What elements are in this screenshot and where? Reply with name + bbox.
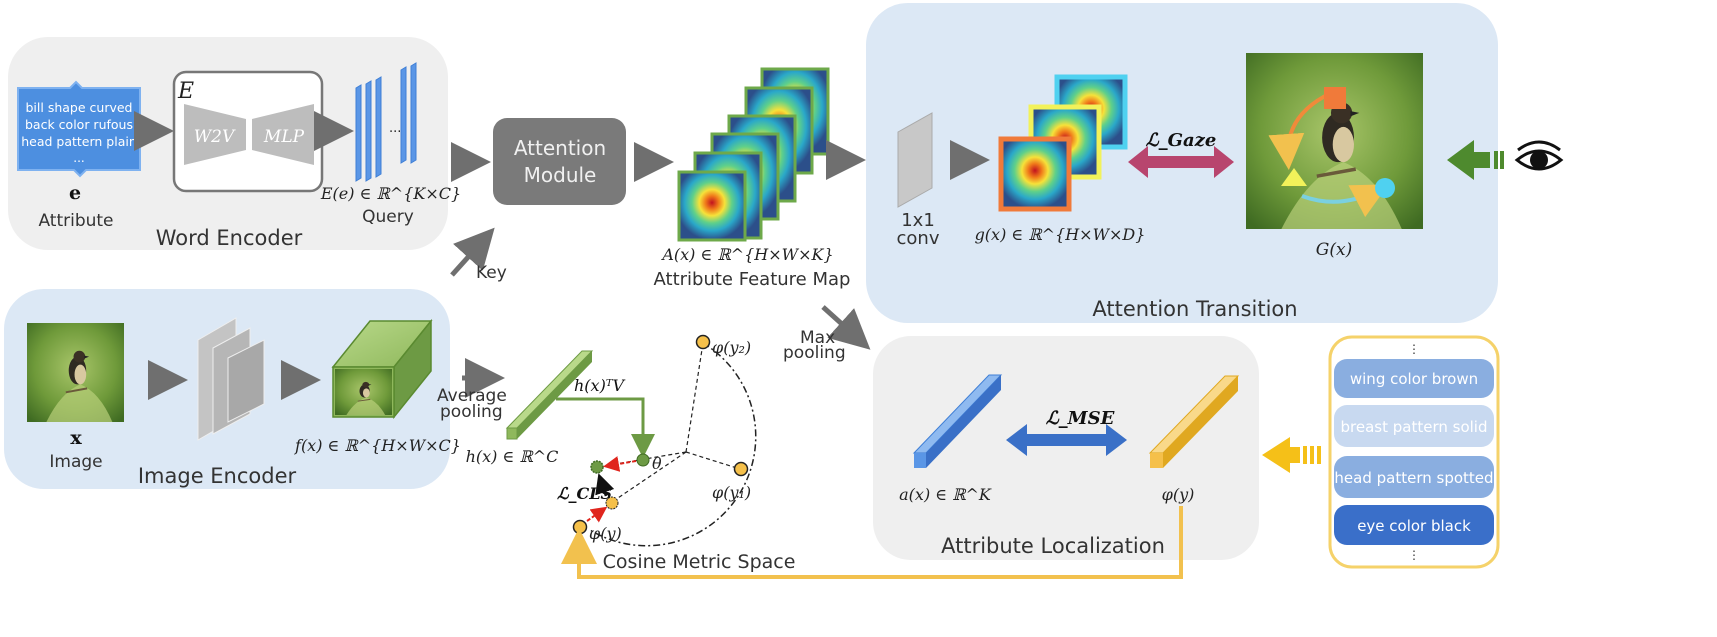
feature-map-label: Attribute Feature Map <box>654 269 851 290</box>
attribute-localization-title: Attribute Localization <box>941 534 1165 558</box>
arrow-max-pooling <box>821 305 871 350</box>
mse-double-arrow <box>1006 424 1127 456</box>
feature-block <box>331 318 433 420</box>
conv-line-1: 1x1 <box>901 210 935 231</box>
feature-formula: f(x) ∈ ℝ^{H×W×C} <box>294 436 461 455</box>
hv-arrow <box>556 397 655 458</box>
w2v-label: W2V <box>194 127 236 147</box>
attribute-item-bg-2 <box>1334 456 1494 498</box>
attribute-text-box: bill shape curved back color rufous head… <box>17 80 141 178</box>
a-formula: a(x) ∈ ℝ^K <box>899 485 992 504</box>
image-encoder-title: Image Encoder <box>138 464 297 488</box>
attribute-list-top-ellipsis: ⋮ <box>1408 342 1420 356</box>
average-pooling-line-1: Average <box>437 386 507 406</box>
attribute-item-2: head pattern spotted <box>1334 469 1493 487</box>
a-vector-bar <box>912 374 1003 468</box>
hv-label: h(x)ᵀV <box>574 376 626 395</box>
encoder-symbol: E <box>177 79 194 104</box>
image-caption: Image <box>49 452 102 472</box>
attribute-line-3: head pattern plain <box>21 134 137 149</box>
image-symbol: x <box>70 427 82 449</box>
attribute-line-1: bill shape curved <box>26 100 133 115</box>
w2v-block <box>184 104 246 165</box>
ray-phi-y <box>611 451 687 503</box>
ray-phi-y1 <box>685 451 741 470</box>
word-encoder-box: E W2V MLP <box>172 70 324 193</box>
feature-map-formula: A(x) ∈ ℝ^{H×W×K} <box>660 245 833 264</box>
attribute-input-arrow <box>1262 437 1321 473</box>
eye-icon <box>1514 140 1564 171</box>
attribute-item-bg-1 <box>1334 405 1494 447</box>
theta-label: θ <box>652 454 662 473</box>
input-bird-image <box>27 323 124 422</box>
conv-layer <box>897 112 933 208</box>
cnn-layers <box>197 317 265 441</box>
hx-normalized-point <box>590 460 604 474</box>
g-map-stack <box>998 74 1128 212</box>
attention-module-line-1: Attention <box>514 136 606 160</box>
phi-formula: φ(y) <box>1162 485 1195 504</box>
hx-point-green <box>636 453 650 467</box>
gaze-input-arrow <box>1447 140 1504 180</box>
attention-module-line-2: Module <box>524 163 597 187</box>
gaze-loss-double-arrow <box>1128 146 1234 178</box>
attribute-item-bg-0 <box>1334 359 1494 398</box>
phi-y1-point <box>733 461 749 477</box>
key-label: Key <box>476 263 507 283</box>
max-pooling-line-2: pooling <box>783 343 846 363</box>
attribute-localization-panel <box>873 336 1259 560</box>
attribute-line-4: ... <box>73 151 84 165</box>
phi-y-point <box>572 519 588 535</box>
cls-arrow <box>595 473 615 497</box>
attribute-caption: Attribute <box>38 211 113 231</box>
attribute-item-3: eye color black <box>1357 517 1471 535</box>
phi-y-normalized-point <box>605 496 619 510</box>
attribute-item-1: breast pattern solid <box>1341 418 1488 436</box>
phi-y-label: φ(y) <box>589 524 622 543</box>
conv-line-2: conv <box>897 228 940 249</box>
red-arrow-phi <box>586 506 608 523</box>
query-ellipsis: ... <box>389 121 401 136</box>
G-label: G(x) <box>1316 240 1352 260</box>
query-formula: E(e) ∈ ℝ^{K×C} <box>320 184 461 203</box>
mse-loss-label: ℒ_MSE <box>1046 408 1115 429</box>
mlp-label: MLP <box>263 127 305 147</box>
attribute-item-0: wing color brown <box>1350 370 1478 388</box>
cosine-space-title: Cosine Metric Space <box>603 551 796 573</box>
phi-y1-label: φ(y₁) <box>712 483 751 502</box>
attention-transition-title: Attention Transition <box>1092 297 1297 321</box>
query-label: Query <box>362 207 414 227</box>
h-formula: h(x) ∈ ℝ^C <box>466 447 559 466</box>
attribute-feature-map-stack <box>677 67 830 242</box>
arrow-key <box>450 227 495 277</box>
red-arrow-hx <box>603 456 637 472</box>
average-pooling-line-2: pooling <box>440 402 503 422</box>
gaze-image <box>1246 53 1423 229</box>
cls-loss-label: ℒ_CLS <box>557 484 612 503</box>
attribute-item-bg-3 <box>1334 505 1494 545</box>
phi-y2-label: φ(y₂) <box>712 338 751 357</box>
ray-phi-y2 <box>685 342 704 453</box>
gaze-loss-label: ℒ_Gaze <box>1146 130 1217 151</box>
h-vector-bar <box>505 350 594 440</box>
phi-y2-point <box>695 334 711 350</box>
unit-circle <box>589 342 757 547</box>
query-vectors <box>355 62 417 182</box>
max-pooling-line-1: Max <box>800 328 835 348</box>
attribute-line-2: back color rufous <box>25 117 133 132</box>
attribute-list-bottom-ellipsis: ⋮ <box>1408 548 1420 562</box>
mlp-block <box>252 104 314 165</box>
g-formula: g(x) ∈ ℝ^{H×W×D} <box>975 225 1146 244</box>
phi-vector-bar <box>1148 375 1240 468</box>
attribute-symbol: e <box>69 182 81 204</box>
attention-module-box <box>493 118 626 205</box>
phi-feedback-arrow <box>561 506 1183 579</box>
word-encoder-title: Word Encoder <box>156 226 303 250</box>
